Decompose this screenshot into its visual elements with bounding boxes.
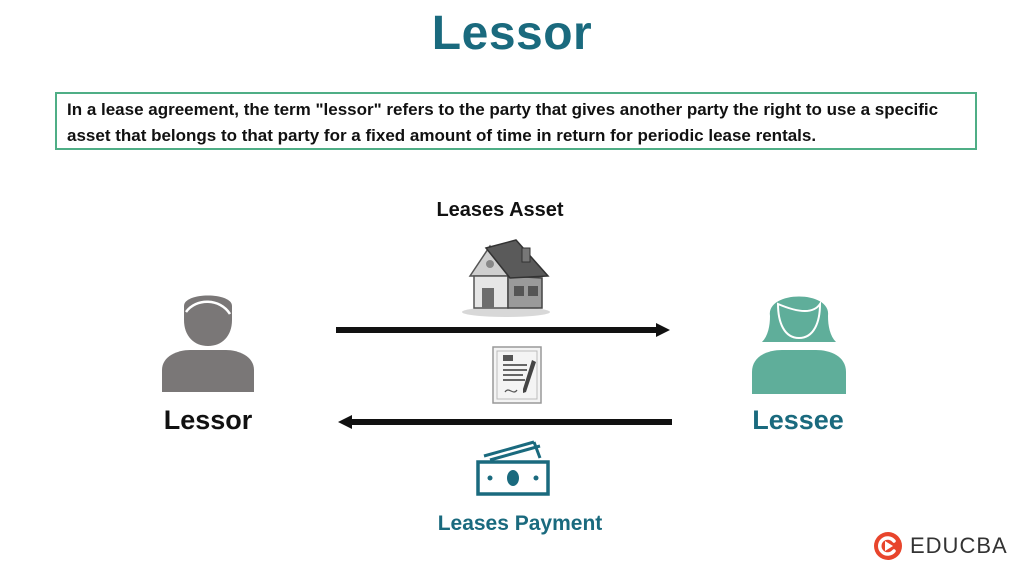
leases-asset-label: Leases Asset [436,199,564,221]
page-title: Lessor [431,7,593,60]
lessor-label: Lessor [163,405,253,435]
leases-payment-label: Leases Payment [437,512,603,535]
educba-logo-icon [874,532,902,560]
definition-box: In a lease agreement, the term "lessor" … [55,92,977,150]
money-icon [476,440,550,496]
contract-document-icon [492,346,542,404]
arrow-left [338,415,672,429]
brand-name: EDUCBA [910,533,1008,558]
lessee-person-icon [752,296,846,394]
educba-logo: EDUCBA [873,528,1008,564]
arrow-right [336,323,670,337]
house-icon [462,239,550,317]
lessor-person-icon [162,295,254,392]
lessee-label: Lessee [752,405,844,435]
